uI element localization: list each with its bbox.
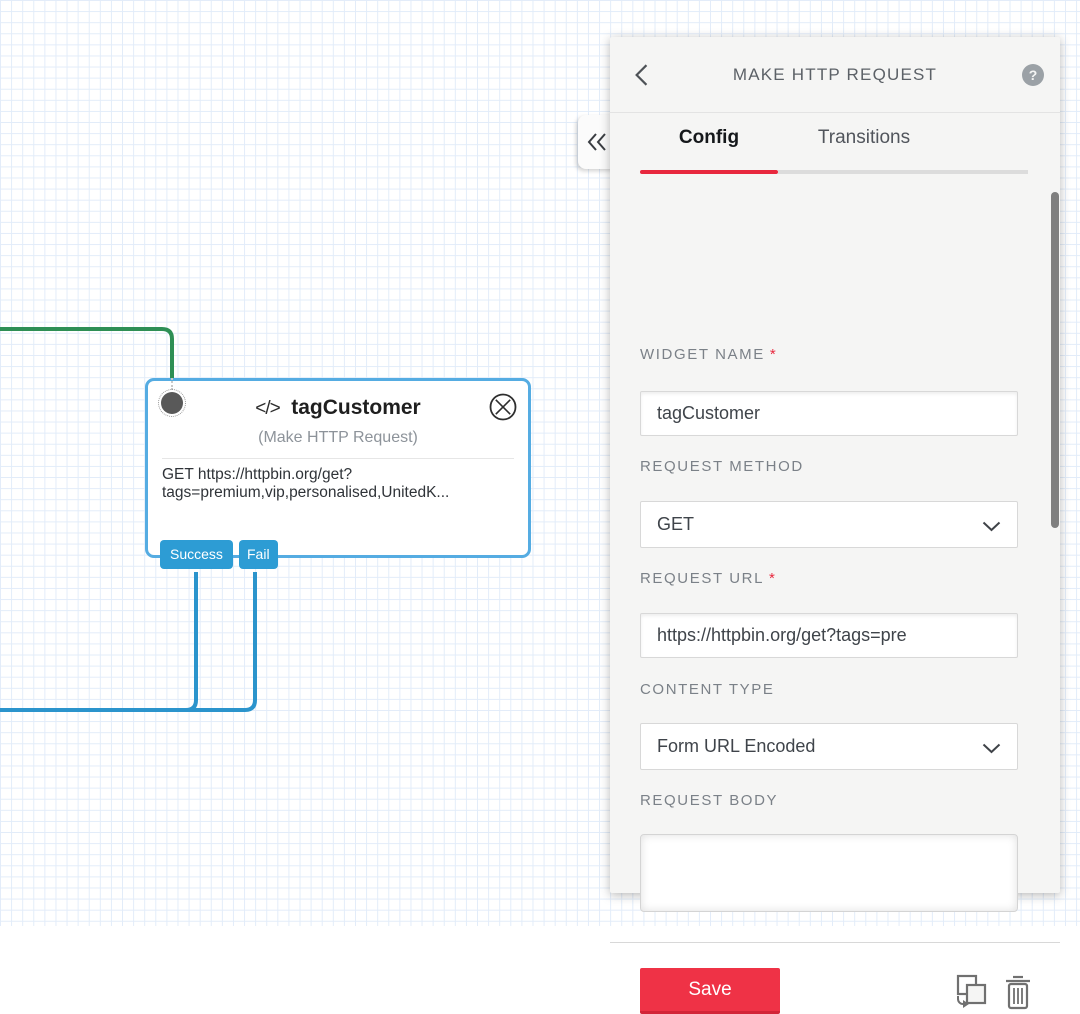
chevron-down-icon	[982, 521, 1001, 532]
node-title: tagCustomer	[291, 396, 421, 419]
widget-name-input[interactable]	[640, 391, 1018, 436]
required-asterisk: *	[769, 570, 777, 587]
widget-node-tagcustomer[interactable]: </> tagCustomer (Make HTTP Request) GET …	[145, 378, 531, 569]
transition-fail[interactable]: Fail	[239, 540, 278, 569]
panel-scrollbar-thumb[interactable]	[1051, 192, 1059, 528]
request-body-textarea[interactable]	[640, 834, 1018, 912]
request-url-label: REQUEST URL*	[640, 570, 777, 587]
save-button[interactable]: Save	[640, 968, 780, 1014]
connector-lines	[0, 327, 257, 712]
code-icon: </>	[255, 398, 281, 419]
fail-connector-blue	[0, 572, 257, 712]
back-chevron-icon[interactable]	[632, 63, 650, 87]
input-connector-dot[interactable]	[158, 389, 186, 417]
request-method-select[interactable]: GET	[640, 501, 1018, 548]
incoming-connector-green	[0, 327, 174, 380]
inactive-tab-underline	[778, 170, 1028, 174]
success-connector-blue	[0, 572, 198, 712]
double-chevron-left-icon	[587, 133, 606, 151]
node-subtitle: (Make HTTP Request)	[258, 429, 418, 446]
chevron-down-icon	[982, 743, 1001, 754]
duplicate-widget-icon[interactable]	[948, 972, 990, 1012]
delete-widget-icon[interactable]	[1002, 972, 1034, 1012]
node-body-line2: tags=premium,vip,personalised,UnitedK...	[162, 484, 450, 501]
request-url-input[interactable]	[640, 613, 1018, 658]
panel-header: MAKE HTTP REQUEST ?	[610, 37, 1060, 113]
request-body-label: REQUEST BODY	[640, 792, 779, 809]
active-tab-underline	[640, 170, 778, 174]
node-divider	[162, 458, 514, 459]
footer-divider	[610, 942, 1060, 943]
request-method-label: REQUEST METHOD	[640, 458, 804, 475]
delete-node-icon[interactable]	[488, 392, 518, 422]
connector-stem	[171, 378, 173, 390]
panel-collapse-button[interactable]	[578, 115, 616, 169]
help-icon[interactable]: ?	[1022, 64, 1044, 86]
tab-bar: Config Transitions	[610, 113, 1060, 174]
tab-transitions[interactable]: Transitions	[817, 127, 911, 148]
node-body-line1: GET https://httpbin.org/get?	[162, 466, 353, 483]
required-asterisk: *	[769, 346, 778, 363]
content-type-select[interactable]: Form URL Encoded	[640, 723, 1018, 770]
transition-success[interactable]: Success	[160, 540, 233, 569]
content-type-label: CONTENT TYPE	[640, 681, 775, 698]
tab-config[interactable]: Config	[678, 127, 740, 148]
widget-inspector-panel: MAKE HTTP REQUEST ? Config Transitions W…	[610, 37, 1060, 1014]
panel-title: MAKE HTTP REQUEST	[732, 65, 938, 84]
widget-name-label: WIDGET NAME*	[640, 346, 778, 363]
